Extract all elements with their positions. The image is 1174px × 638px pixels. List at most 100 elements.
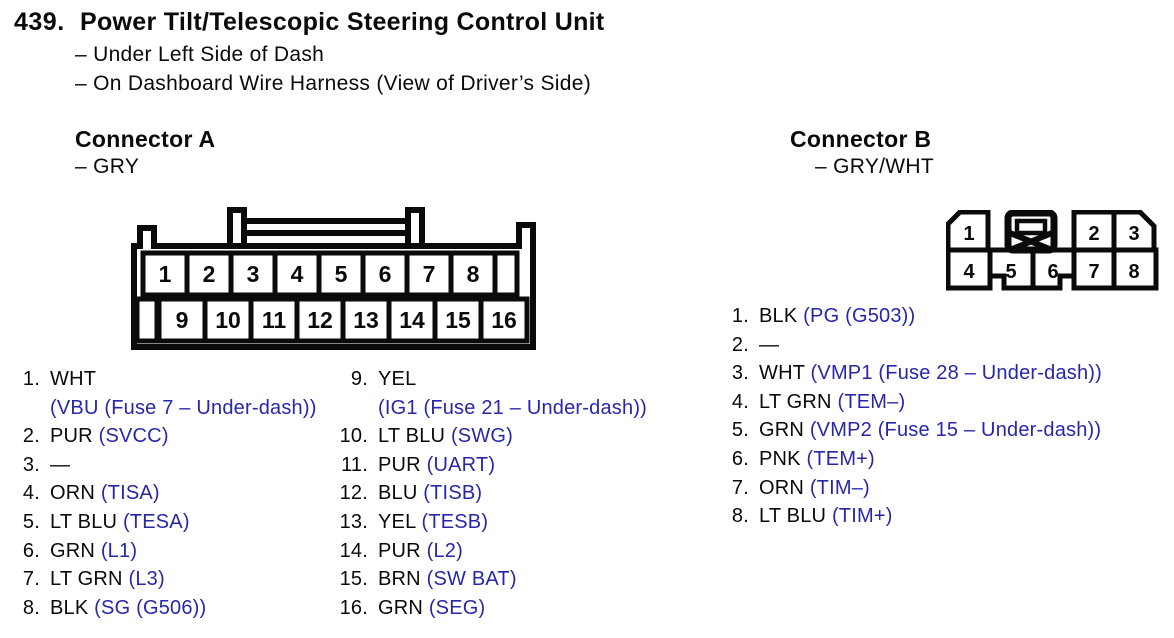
- pin-row: 9.YEL: [330, 365, 647, 394]
- connector-a-diagram: 1 2 3 4 5 6 7 8 9 10 11 12 13 14 15 16: [131, 202, 539, 352]
- connector-b-color: – GRY/WHT: [815, 155, 934, 178]
- pin-text: LT GRN (L3): [50, 565, 165, 594]
- wire-color: GRN: [378, 596, 424, 619]
- cavity-label: 15: [445, 307, 471, 333]
- cavity-label: 11: [262, 307, 287, 333]
- signal-name: (TEM+): [806, 447, 875, 470]
- wire-color: WHT: [50, 368, 96, 390]
- cavity-label: 13: [353, 307, 379, 333]
- pin-row: 11. PUR (UART): [330, 451, 647, 480]
- pin-text: LT BLU (TIM+): [759, 502, 893, 531]
- cavity-label: 12: [307, 307, 333, 333]
- signal-name: (TESB): [421, 510, 489, 533]
- latch-cross: [1008, 230, 1054, 253]
- pin-row: 3.—: [14, 451, 317, 480]
- pin-text: BLK (SG (G506)): [50, 594, 206, 623]
- cavity-label: 10: [215, 307, 241, 333]
- pin-number: 14.: [339, 539, 368, 562]
- location-line: – On Dashboard Wire Harness (View of Dri…: [75, 71, 591, 95]
- wire-color: —: [50, 453, 71, 476]
- cavity-label: 8: [467, 261, 480, 287]
- signal-name: (IG1 (Fuse 21 – Under-dash)): [378, 396, 648, 419]
- cavity-2: [184, 250, 234, 298]
- cavity-label: 7: [1088, 261, 1099, 283]
- signal-name: (TIM–): [809, 476, 870, 499]
- pin-row: 5.LT BLU (TESA): [14, 508, 317, 537]
- wire-color: —: [759, 333, 780, 356]
- wire-color: PUR: [378, 453, 421, 476]
- cavity-label: 7: [423, 261, 436, 287]
- pin-number: [330, 394, 368, 423]
- cavity-label: 6: [1047, 261, 1058, 283]
- signal-name: (SW BAT): [426, 568, 517, 591]
- pin-number: 9.: [350, 368, 368, 390]
- pin-text: BRN (SW BAT): [378, 565, 517, 594]
- cavity-label: 9: [176, 307, 189, 333]
- signal-name: (L3): [128, 568, 165, 591]
- pin-number: 8.: [731, 505, 749, 528]
- pin-row: (IG1 (Fuse 21 – Under-dash)): [330, 394, 647, 423]
- cavity-label: 14: [399, 307, 425, 333]
- pin-text: PUR (UART): [378, 451, 495, 480]
- pin-row: 3.WHT (VMP1 (Fuse 28 – Under-dash)): [731, 359, 1102, 388]
- pin-number: 6.: [731, 447, 749, 470]
- connector-b-heading: Connector B: [790, 126, 932, 152]
- latch-window: [1014, 218, 1048, 236]
- wire-color: LT BLU: [759, 505, 827, 528]
- wire-color: BLU: [378, 482, 418, 505]
- signal-name: (TESA): [122, 510, 190, 533]
- signal-name: (SEG): [428, 596, 486, 619]
- pin-number: 10.: [339, 425, 368, 448]
- connector-b-pins: 1.BLK (PG (G503)) 2.— 3.WHT (VMP1 (Fuse …: [731, 302, 1102, 531]
- signal-name: (UART): [426, 453, 496, 476]
- connector-a-color: – GRY: [75, 155, 140, 178]
- cavity-label: 4: [291, 261, 304, 287]
- pin-number: 11.: [341, 453, 368, 476]
- section-number: 439.: [14, 8, 65, 36]
- connector-b-diagram: 1 2 3 4 5 6 7 8: [946, 210, 1160, 294]
- pin-text: GRN (SEG): [378, 594, 485, 623]
- pin-text: WHT: [50, 365, 102, 394]
- cavity-6: [360, 250, 410, 298]
- signal-name: (VBU (Fuse 7 – Under-dash)): [50, 396, 317, 419]
- signal-name: (TISA): [100, 482, 160, 505]
- pin-text: YEL (TESB): [378, 508, 488, 537]
- pin-number: 1.: [731, 305, 749, 327]
- wire-color: GRN: [759, 419, 805, 442]
- pin-row: 16.GRN (SEG): [330, 594, 647, 623]
- wire-color: BLK: [50, 596, 89, 619]
- pin-text: —: [50, 451, 76, 480]
- cavity-label: 5: [1005, 261, 1016, 283]
- pin-number: 7.: [22, 568, 40, 591]
- pin-text: GRN (VMP2 (Fuse 15 – Under-dash)): [759, 416, 1101, 445]
- wire-color: PUR: [50, 425, 93, 448]
- signal-name: (VMP2 (Fuse 15 – Under-dash)): [809, 419, 1102, 442]
- pin-row: 1.BLK (PG (G503)): [731, 302, 1102, 331]
- pin-row: 5. GRN (VMP2 (Fuse 15 – Under-dash)): [731, 416, 1102, 445]
- connector-a-heading: Connector A: [75, 126, 216, 152]
- pin-text: ORN (TIM–): [759, 474, 870, 503]
- signal-name: (SG (G506)): [94, 596, 207, 619]
- wire-color: ORN: [759, 476, 805, 499]
- page-title: Power Tilt/Telescopic Steering Control U…: [80, 8, 605, 36]
- pin-row: 1.WHT: [14, 365, 317, 394]
- pin-text: (IG1 (Fuse 21 – Under-dash)): [378, 394, 647, 423]
- pin-number: 5.: [731, 419, 749, 442]
- wire-color: PNK: [759, 447, 801, 470]
- pin-text: PUR (L2): [378, 537, 463, 566]
- pin-text: (VBU (Fuse 7 – Under-dash)): [50, 394, 317, 423]
- cavity-b1: [946, 210, 991, 253]
- latch-crossbar: [238, 218, 416, 236]
- pin-number: 4.: [22, 482, 40, 505]
- signal-name: (TISB): [423, 482, 483, 505]
- signal-name: (L2): [426, 539, 463, 562]
- cavity-label: 6: [379, 261, 392, 287]
- pin-number: 6.: [22, 539, 40, 562]
- pin-row: 10.LT BLU (SWG): [330, 422, 647, 451]
- pin-text: WHT (VMP1 (Fuse 28 – Under-dash)): [759, 359, 1102, 388]
- pin-text: LT BLU (TESA): [50, 508, 190, 537]
- location-line: – Under Left Side of Dash: [75, 43, 325, 66]
- pin-row: 2.—: [731, 331, 1102, 360]
- pin-text: BLU (TISB): [378, 479, 482, 508]
- cavity-blank-left: [134, 296, 160, 344]
